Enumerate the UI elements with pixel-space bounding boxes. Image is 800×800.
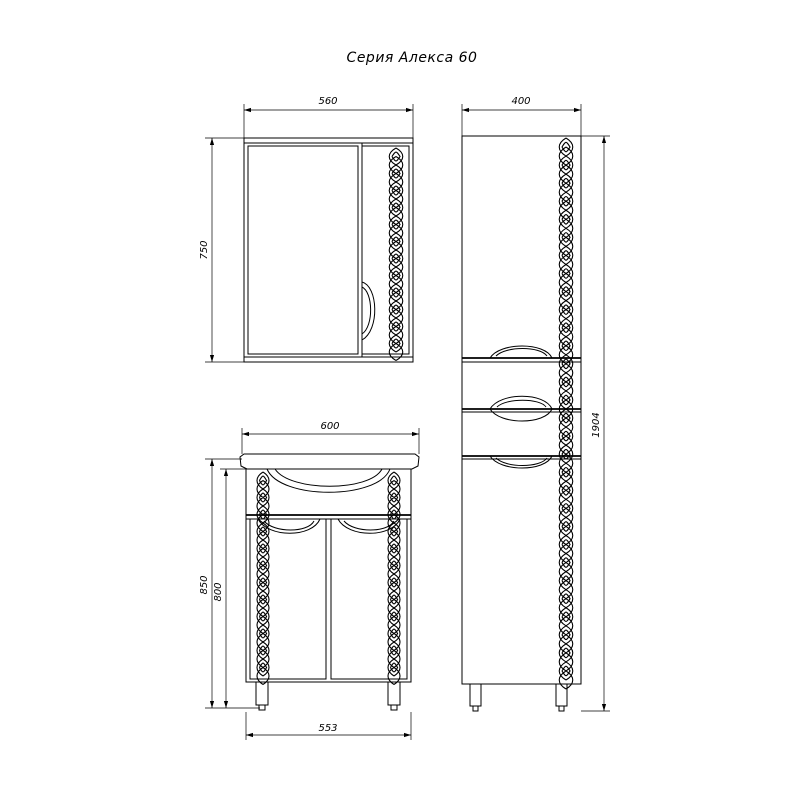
ornament-strand	[391, 151, 401, 349]
vanity-legs	[255, 681, 401, 711]
ornament-strand	[256, 471, 264, 677]
dimension-cabinet-width: 400	[461, 96, 582, 136]
ornament-strip-vanity-right	[387, 471, 401, 685]
ornament-strand	[262, 471, 270, 677]
ornament-strip-vanity-left	[256, 471, 270, 685]
ornament-strand	[565, 137, 574, 681]
ornament-strip-tall-cabinet	[558, 137, 574, 690]
tall-cabinet: 400 1904	[461, 96, 610, 712]
ornament-strand	[258, 475, 268, 673]
dim-800-label: 800	[213, 582, 224, 601]
dimension-vanity-height-total: 850	[199, 458, 260, 709]
dim-850-label: 850	[199, 575, 210, 594]
cabinet-handles	[489, 345, 553, 469]
dim-560-label: 560	[318, 96, 337, 107]
ornament-strand	[387, 480, 395, 685]
ornament-strand	[387, 471, 395, 677]
drawing-title: Серия Алекса 60	[347, 50, 478, 66]
ornament-strip-mirror	[388, 147, 404, 361]
ornament-strand	[388, 147, 397, 353]
ornament-strand	[388, 156, 397, 361]
dimension-vanity-top-width: 600	[241, 421, 420, 454]
ornament-strand	[558, 137, 567, 681]
ornament-strand	[262, 480, 270, 685]
dim-600-label: 600	[320, 421, 339, 432]
dimension-vanity-height-body: 800	[213, 468, 246, 708]
dimension-mirror-height: 750	[199, 137, 244, 363]
ornament-strand	[389, 475, 399, 673]
mirror-cabinet: 560 750	[199, 96, 414, 363]
dimension-cabinet-height: 1904	[581, 135, 610, 712]
ornament-strand	[393, 471, 401, 677]
ornament-strand	[256, 480, 264, 685]
vanity-unit: 600 850 800 553	[199, 421, 420, 740]
ornament-strand	[395, 147, 404, 353]
dim-1904-label: 1904	[591, 412, 602, 437]
dimension-vanity-base-width: 553	[245, 712, 412, 740]
dim-400-label: 400	[511, 96, 530, 107]
ornament-strand	[558, 146, 567, 690]
dim-750-label: 750	[199, 240, 210, 259]
ornament-strand	[565, 146, 574, 690]
dim-553-label: 553	[318, 723, 337, 734]
ornament-strand	[393, 480, 401, 685]
ornament-strand	[561, 141, 571, 677]
dimension-mirror-width: 560	[243, 96, 414, 140]
cabinet-legs	[469, 683, 568, 712]
ornament-strand	[395, 156, 404, 361]
